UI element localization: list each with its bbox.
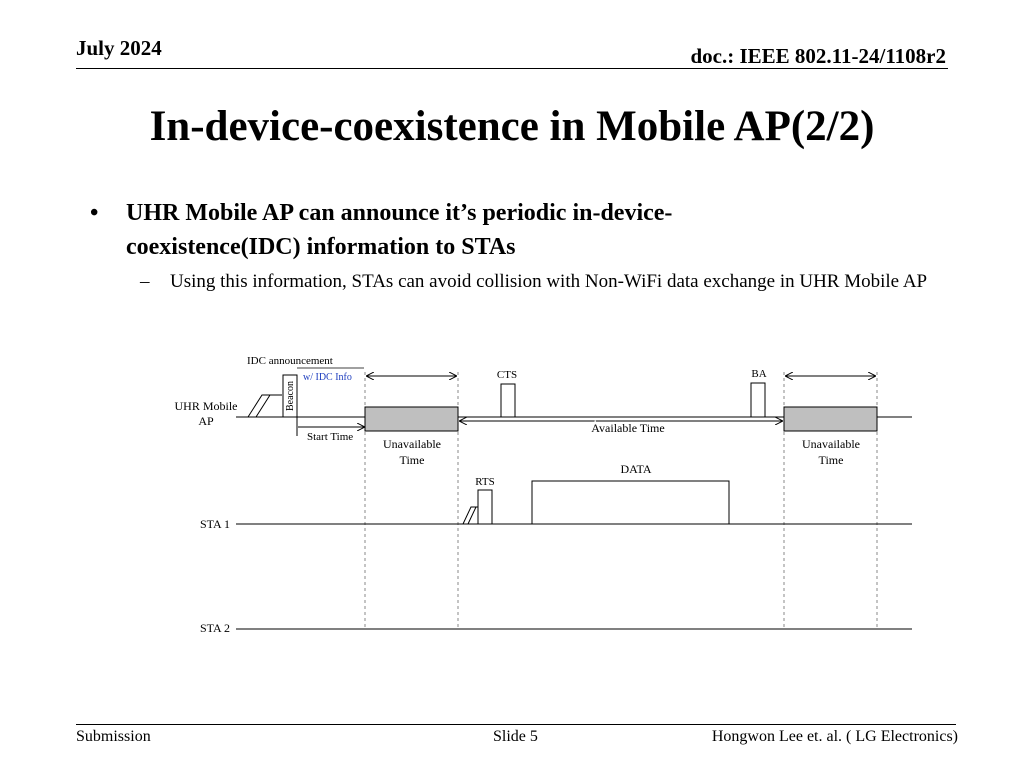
header-date: July 2024: [76, 36, 162, 60]
bullet-marker: •: [90, 200, 99, 226]
ba-frame: [750, 382, 766, 418]
footer-authors: Hongwon Lee et. al. ( LG Electronics): [711, 728, 958, 745]
ap-label-line2: AP: [198, 414, 214, 428]
data-label: DATA: [620, 462, 651, 476]
idc-info-label: w/ IDC Info: [303, 372, 352, 383]
sub-bullet-marker: –: [140, 271, 150, 292]
rts-frame: [477, 489, 493, 525]
beacon-frame: [282, 374, 298, 418]
beacon-label: Beacon: [285, 381, 296, 411]
beacon-backoff: [247, 394, 282, 418]
bullet-main-text: UHR Mobile AP can announce it’s periodic…: [126, 200, 673, 260]
ba-label: BA: [751, 368, 766, 380]
unavailable-label-1a: Unavailable: [383, 437, 441, 451]
idc-announcement-label: IDC announcement: [247, 355, 333, 367]
cts-frame: [500, 383, 516, 418]
slide-title: In-device-coexistence in Mobile AP(2/2): [149, 103, 875, 150]
available-time-label: Available Time: [591, 421, 664, 435]
unavailable-block-1: [364, 406, 459, 432]
sta1-label: STA 1: [200, 517, 230, 531]
rts-label: RTS: [475, 476, 495, 488]
ap-label-line1: UHR Mobile: [175, 399, 238, 413]
footer-rule: [76, 724, 956, 725]
unavailable-label-1b: Time: [400, 453, 425, 467]
footer-slide-number: Slide 5: [493, 728, 538, 745]
data-frame: [531, 480, 730, 525]
bullet-sub-text: Using this information, STAs can avoid c…: [170, 271, 928, 292]
unavailable-label-2a: Unavailable: [802, 437, 860, 451]
header-rule: [76, 68, 948, 69]
sta2-label: STA 2: [200, 621, 230, 635]
rts-backoff: [462, 506, 478, 525]
unavailable-label-2b: Time: [819, 453, 844, 467]
cts-label: CTS: [497, 369, 517, 381]
unavailable-block-2: [783, 406, 878, 432]
header-doc-id: doc.: IEEE 802.11-24/1108r2: [690, 44, 946, 68]
start-time-label: Start Time: [307, 431, 353, 443]
footer-submission: Submission: [76, 728, 151, 745]
